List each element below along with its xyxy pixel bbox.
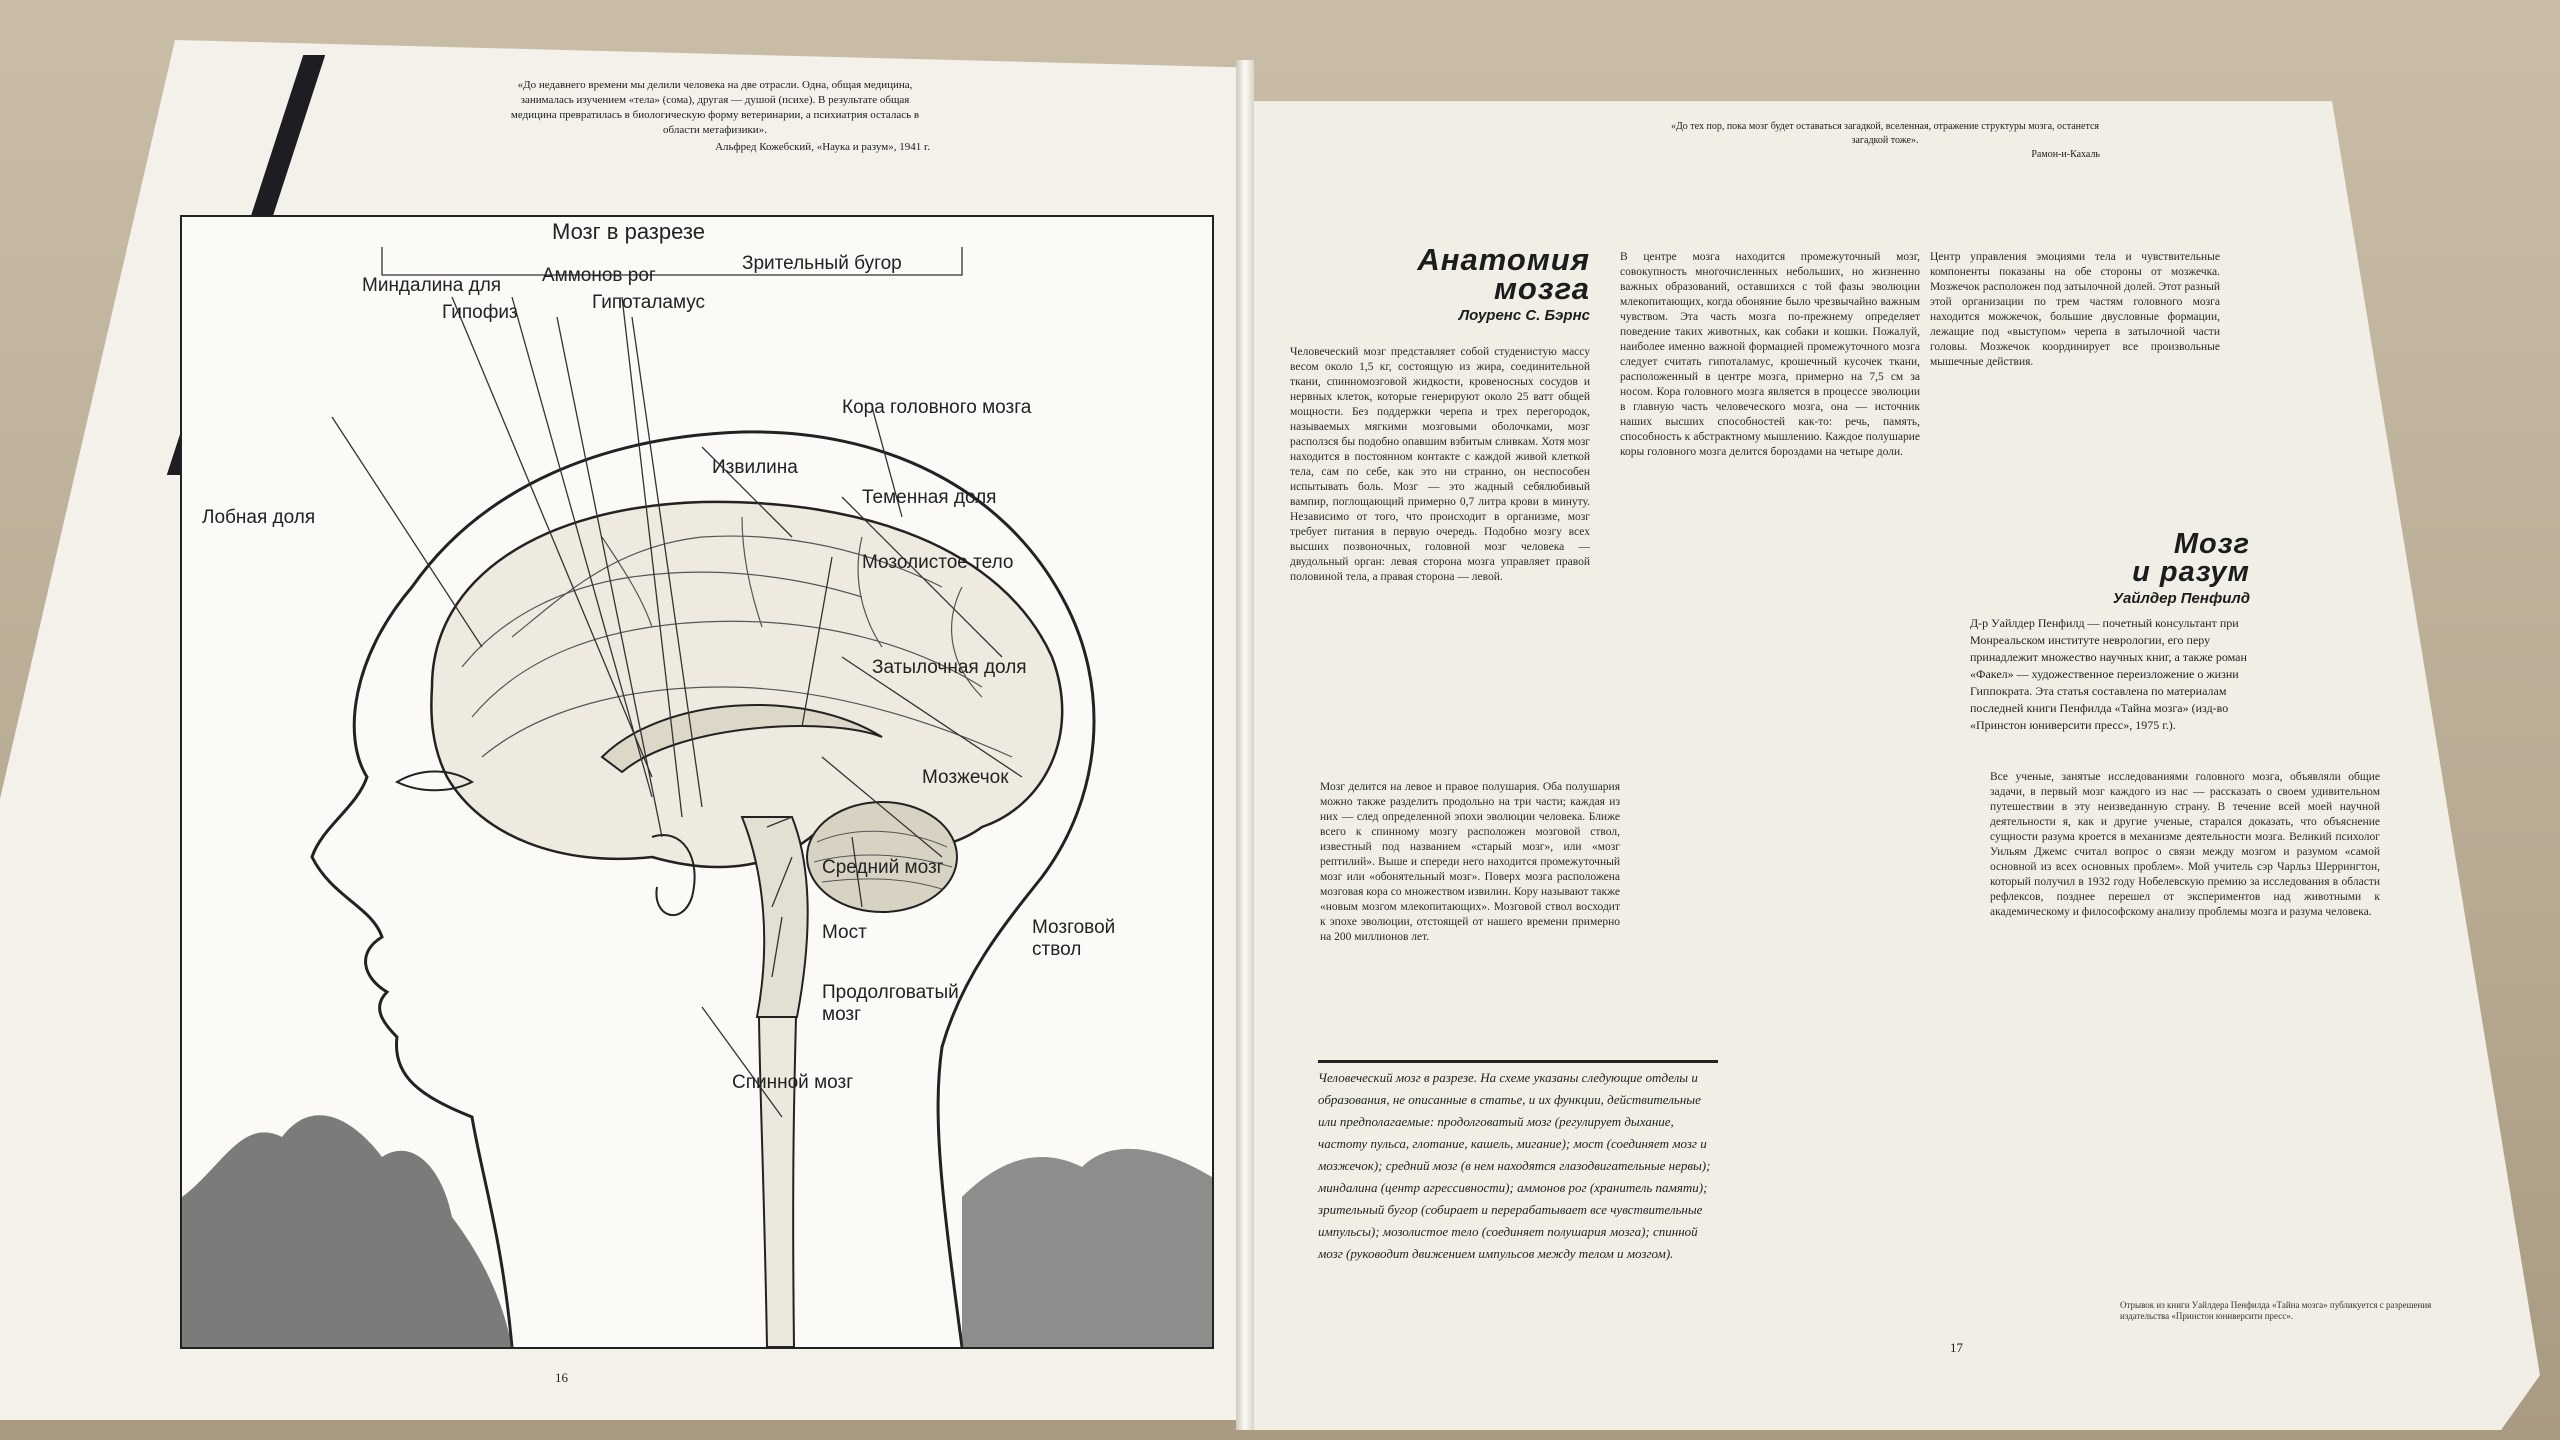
label-frontal-lobe: Лобная доля <box>202 507 316 528</box>
label-midbrain: Средний мозг <box>822 857 944 878</box>
tree-silhouettes <box>182 1115 1212 1347</box>
head-profile-outline <box>310 430 1096 1347</box>
left-epigraph-text: «До недавнего времени мы делили человека… <box>510 79 920 136</box>
left-page-number: 16 <box>555 1370 568 1385</box>
brainstem-shape <box>740 816 809 1018</box>
label-ammon-horn: Аммонов рог <box>542 265 656 286</box>
label-occipital-lobe: Затылочная доля <box>872 657 1027 678</box>
label-spinal-cord: Спинной мозг <box>732 1072 854 1093</box>
article1-column-4: Центр управления эмоциями тела и чувстви… <box>1930 251 2220 368</box>
label-parietal-lobe: Теменная доля <box>862 487 997 508</box>
spinal-cord-shape <box>757 1016 798 1347</box>
label-cortex: Кора головного мозга <box>842 397 1032 418</box>
label-brainstem: Мозговой ствол <box>1032 917 1116 960</box>
article2-intro: Д-р Уайлдер Пенфилд — почетный консульта… <box>1970 616 2247 732</box>
label-pituitary: Гипофиз <box>442 302 518 323</box>
label-cerebellum: Мозжечок <box>922 767 1009 788</box>
article1-column-3: В центре мозга находится промежуточный м… <box>1620 251 1920 458</box>
ear-shape <box>651 834 696 917</box>
article1-column-2: Мозг делится на левое и правое полушария… <box>1320 781 1620 943</box>
article1-title-block: Анатомия мозга Лоуренс С. Бэрнс <box>1320 242 1590 324</box>
brain-outline <box>430 500 1064 869</box>
label-thalamus: Зрительный бугор <box>742 253 902 274</box>
illus-title: Мозг в разрезе <box>552 219 705 244</box>
article1-title-line2: мозга <box>1493 271 1590 306</box>
label-amygdala: Миндалина для <box>362 275 502 296</box>
article2-title-line2: и разум <box>2132 556 2250 588</box>
article2-title-line1: Мозг <box>2173 528 2250 560</box>
eye-shape <box>394 770 475 792</box>
leader-lines <box>331 247 1023 1118</box>
label-hypothalamus: Гипоталамус <box>592 292 706 313</box>
article2-author: Уайлдер Пенфилд <box>2112 590 2250 607</box>
cerebellum-shape <box>806 801 958 913</box>
article1-title-line1: Анатомия <box>1417 242 1590 277</box>
label-medulla: Продолговатый мозг <box>822 982 959 1025</box>
article1-column-1: Человеческий мозг представляет собой сту… <box>1290 346 1590 583</box>
magazine-spine <box>1236 60 1254 1430</box>
right-epigraph-text: «До тех пор, пока мозг будет оставаться … <box>1670 121 2099 146</box>
corpus-callosum-shape <box>600 704 883 774</box>
article2-body: Все ученые, занятые исследованиями голов… <box>1990 771 2380 918</box>
right-page <box>1240 101 2540 1430</box>
illustration-caption: Человеческий мозг в разрезе. На схеме ук… <box>1318 1060 1718 1265</box>
article2-footnote: Отрывок из книги Уайлдера Пенфилда «Тайн… <box>2120 1300 2432 1321</box>
article2-title-block: Мозг и разум Уайлдер Пенфилд <box>1900 528 2250 608</box>
left-epigraph: «До недавнего времени мы делили человека… <box>500 78 930 155</box>
label-corpus-callosum: Мозолистое тело <box>862 552 1014 573</box>
brain-section-drawing <box>182 247 1212 1347</box>
right-epigraph: «До тех пор, пока мозг будет оставаться … <box>1670 120 2100 162</box>
article1-author: Лоуренс С. Бэрнс <box>1458 307 1590 324</box>
right-page-number: 17 <box>1950 1340 1963 1355</box>
label-gyrus: Извилина <box>712 457 798 478</box>
right-epigraph-source: Рамон-и-Кахаль <box>2031 149 2100 160</box>
label-pons: Мост <box>822 922 867 943</box>
brain-illustration: Мозг в разрезе Миндалина для Аммонов рог… <box>180 215 1214 1349</box>
left-epigraph-source: Альфред Кожебский, «Наука и разум», 1941… <box>715 141 930 153</box>
